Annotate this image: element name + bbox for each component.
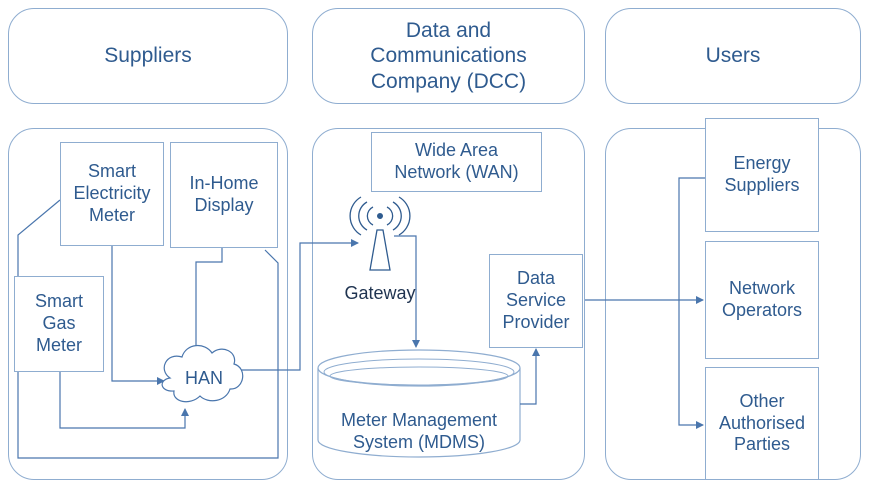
in-home-display-box bbox=[170, 142, 278, 248]
han-label: HAN bbox=[184, 368, 223, 389]
other-authorised-parties-label: Other Authorised Parties bbox=[718, 390, 806, 455]
data-service-provider-box bbox=[489, 254, 583, 348]
smart-gas-meter-box bbox=[14, 276, 104, 372]
network-operators-label: Network Operators bbox=[721, 278, 803, 320]
in-home-display-label: In-Home Display bbox=[189, 173, 259, 215]
data-service-provider-label: Data Service Provider bbox=[502, 268, 570, 332]
smart-electricity-meter-label: Smart Electricity Meter bbox=[73, 161, 151, 225]
energy-suppliers-label: Energy Suppliers bbox=[724, 153, 800, 195]
suppliers-header-label: Suppliers bbox=[104, 44, 192, 68]
dcc-header-label: Data and Communications Company (DCC) bbox=[370, 18, 527, 93]
suppliers-header-panel bbox=[8, 8, 288, 104]
network-operators-box bbox=[705, 241, 819, 359]
smart-gas-meter-label: Smart Gas Meter bbox=[34, 291, 83, 355]
dcc-header-panel bbox=[312, 8, 585, 104]
gateway-label: Gateway bbox=[344, 283, 416, 304]
smart-electricity-meter-box bbox=[60, 142, 164, 246]
users-header-panel bbox=[605, 8, 861, 104]
energy-suppliers-box bbox=[705, 118, 819, 232]
other-authorised-parties-box bbox=[705, 367, 819, 480]
wan-box bbox=[371, 132, 542, 192]
users-header-label: Users bbox=[705, 44, 761, 68]
wan-label: Wide Area Network (WAN) bbox=[394, 140, 519, 182]
mdms-label: Meter Management System (MDMS) bbox=[340, 410, 498, 452]
